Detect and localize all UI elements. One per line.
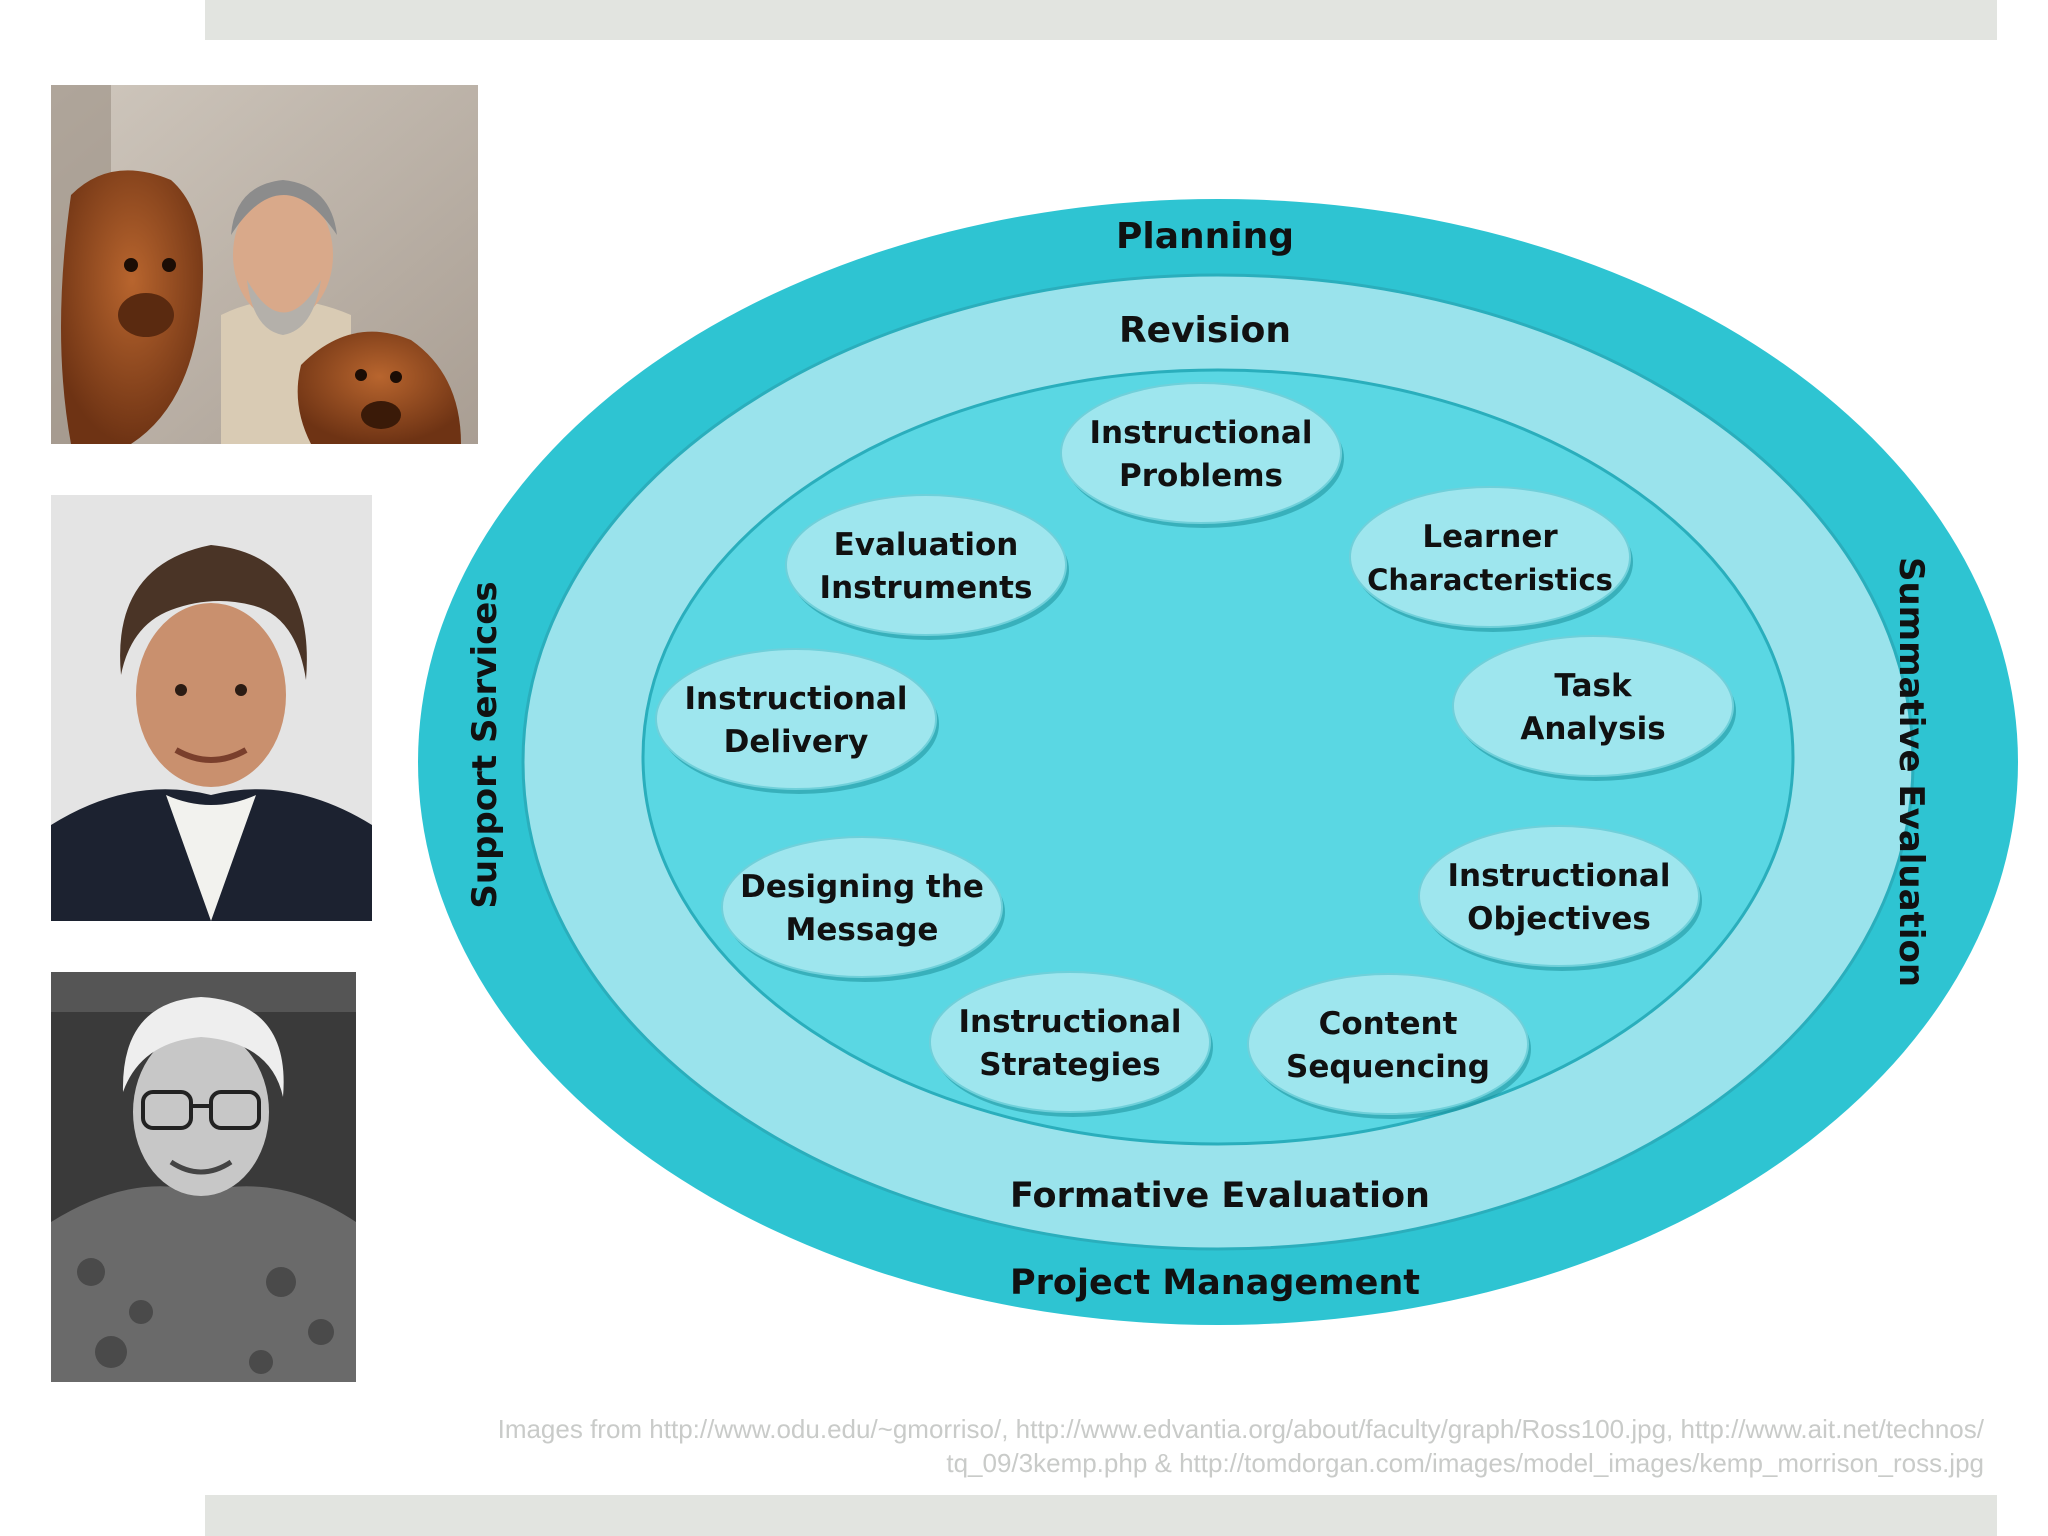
node-label: Instruments xyxy=(820,570,1033,606)
credit-line-2: tq_09/3kemp.php & http://tomdorgan.com/i… xyxy=(946,1448,1984,1478)
photo-portrait-with-dogs xyxy=(51,85,478,444)
node-label: Learner xyxy=(1422,519,1558,555)
support-services-label: Support Services xyxy=(465,581,505,908)
node-label: Content xyxy=(1319,1006,1458,1042)
image-credit: Images from http://www.odu.edu/~gmorriso… xyxy=(264,1412,1984,1480)
bottom-bar xyxy=(205,1495,1997,1536)
top-bar xyxy=(205,0,1997,40)
node-label: Sequencing xyxy=(1286,1049,1490,1085)
node-label: Instructional xyxy=(1090,415,1313,451)
node-ellipse xyxy=(929,971,1211,1113)
node-ellipse xyxy=(1349,486,1631,628)
credit-line-1: Images from http://www.odu.edu/~gmorriso… xyxy=(497,1414,1984,1444)
kemp-model-diagram: Planning Revision Formative Evaluation P… xyxy=(418,199,2018,1325)
node-label: Characteristics xyxy=(1367,563,1613,597)
node-ellipse xyxy=(785,494,1067,636)
node-label: Evaluation xyxy=(834,527,1019,563)
summative-evaluation-label: Summative Evaluation xyxy=(1891,557,1931,987)
node-label: Strategies xyxy=(979,1047,1161,1083)
node-label: Instructional xyxy=(1448,858,1671,894)
planning-label: Planning xyxy=(1116,216,1294,257)
node-label: Task xyxy=(1554,668,1633,704)
revision-label: Revision xyxy=(1119,310,1291,351)
node-label: Analysis xyxy=(1520,711,1665,747)
project-management-label: Project Management xyxy=(1010,1263,1420,1303)
node-ellipse xyxy=(1418,825,1700,967)
node-label: Objectives xyxy=(1467,901,1651,937)
node-label: Delivery xyxy=(724,724,869,760)
node-ellipse xyxy=(655,648,937,790)
formative-evaluation-label: Formative Evaluation xyxy=(1010,1176,1430,1216)
node-ellipse xyxy=(721,836,1003,978)
node-label: Instructional xyxy=(959,1004,1182,1040)
node-label: Message xyxy=(786,912,939,948)
node-ellipse xyxy=(1247,973,1529,1115)
photo-portrait-curly-hair xyxy=(51,495,372,921)
node-ellipse xyxy=(1452,635,1734,777)
photo-portrait-grayscale-glasses xyxy=(51,972,356,1382)
node-ellipse xyxy=(1060,382,1342,524)
node-label: Designing the xyxy=(740,869,984,905)
node-label: Problems xyxy=(1119,458,1283,494)
node-label: Instructional xyxy=(685,681,908,717)
